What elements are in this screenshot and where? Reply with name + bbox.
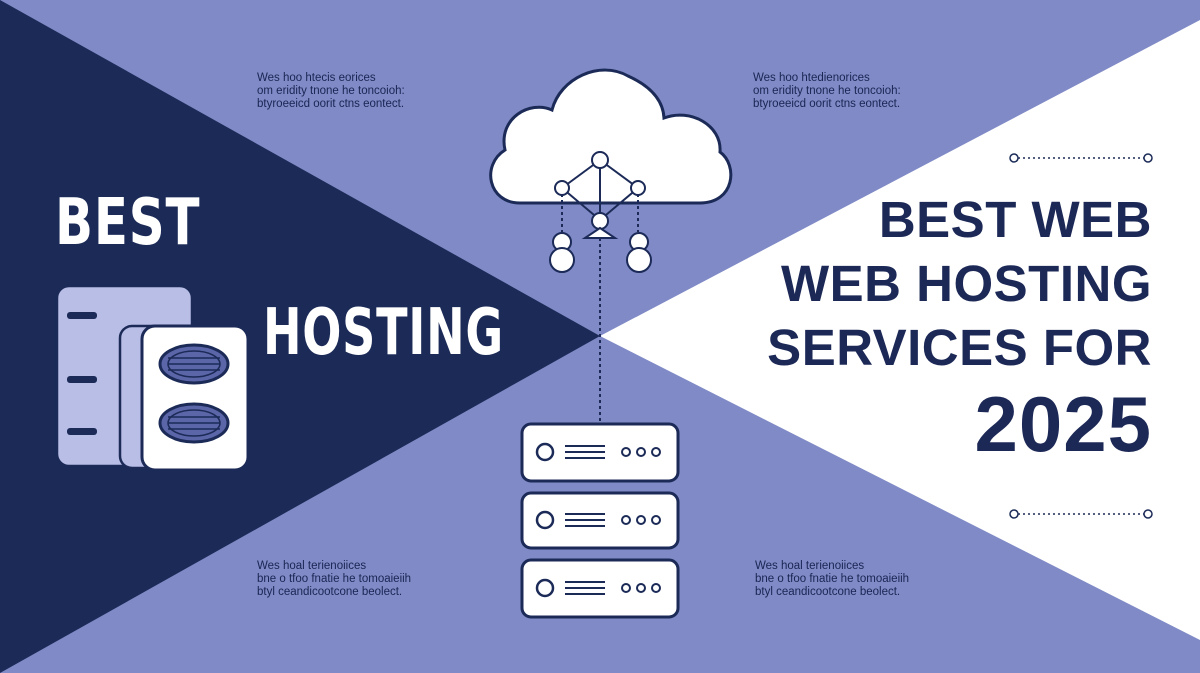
disk-icon xyxy=(158,343,230,385)
headline-line-2: WEB HOSTING xyxy=(781,255,1152,312)
blurb-line: Wes hoo htedienorices xyxy=(753,72,870,84)
server-unit xyxy=(520,422,680,483)
dotted-divider-bottom xyxy=(1009,509,1153,519)
disk-icon xyxy=(158,402,230,444)
cloud-icon xyxy=(489,68,733,205)
blurb-bottom-left: Wes hoal terienoiices bne o tfoo fnatie … xyxy=(257,560,487,599)
blurb-top-right: Wes hoo htedienorices om eridity tnone h… xyxy=(753,72,983,111)
dotted-divider-top xyxy=(1009,153,1153,163)
left-heading-hosting: HOSTING xyxy=(263,296,504,370)
blurb-line: btyl ceandicootcone beolect. xyxy=(257,586,403,598)
blurb-bottom-right: Wes hoal terienoiices bne o tfoo fnatie … xyxy=(755,560,985,599)
network-nodes-icon xyxy=(554,151,646,424)
main-headline: BEST WEB WEB HOSTING SERVICES FOR 2025 xyxy=(767,188,1152,468)
blurb-line: btyroeeicd oorit ctns eontect. xyxy=(257,98,405,110)
blurb-line: bne o tfoo fnatie he tomoaieiih xyxy=(257,573,412,585)
blurb-line: Wes hoal terienoiices xyxy=(257,560,367,572)
blurb-line: bne o tfoo fnatie he tomoaieiih xyxy=(755,573,910,585)
headline-line-1: BEST WEB xyxy=(878,191,1152,248)
blurb-line: om eridity tnone he toncoioh: xyxy=(257,85,405,97)
left-heading-best: BEST xyxy=(55,186,201,260)
blurb-line: btyl ceandicootcone beolect. xyxy=(755,586,901,598)
blurb-line: Wes hoal terienoiices xyxy=(755,560,865,572)
user-icon xyxy=(549,232,575,273)
blurb-top-left: Wes hoo htecis eorices om eridity tnone … xyxy=(257,72,487,111)
blurb-line: Wes hoo htecis eorices xyxy=(257,72,376,84)
white-right-triangle xyxy=(600,20,1200,640)
server-unit xyxy=(520,558,680,619)
headline-line-3: SERVICES FOR xyxy=(767,319,1152,376)
user-icon xyxy=(626,232,652,273)
headline-year: 2025 xyxy=(974,380,1152,468)
blurb-line: btyroeeicd oorit ctns eontect. xyxy=(753,98,901,110)
server-stack-icon xyxy=(520,422,680,619)
navy-left-triangle xyxy=(0,0,600,673)
blurb-line: om eridity tnone he toncoioh: xyxy=(753,85,901,97)
server-unit xyxy=(520,491,680,550)
